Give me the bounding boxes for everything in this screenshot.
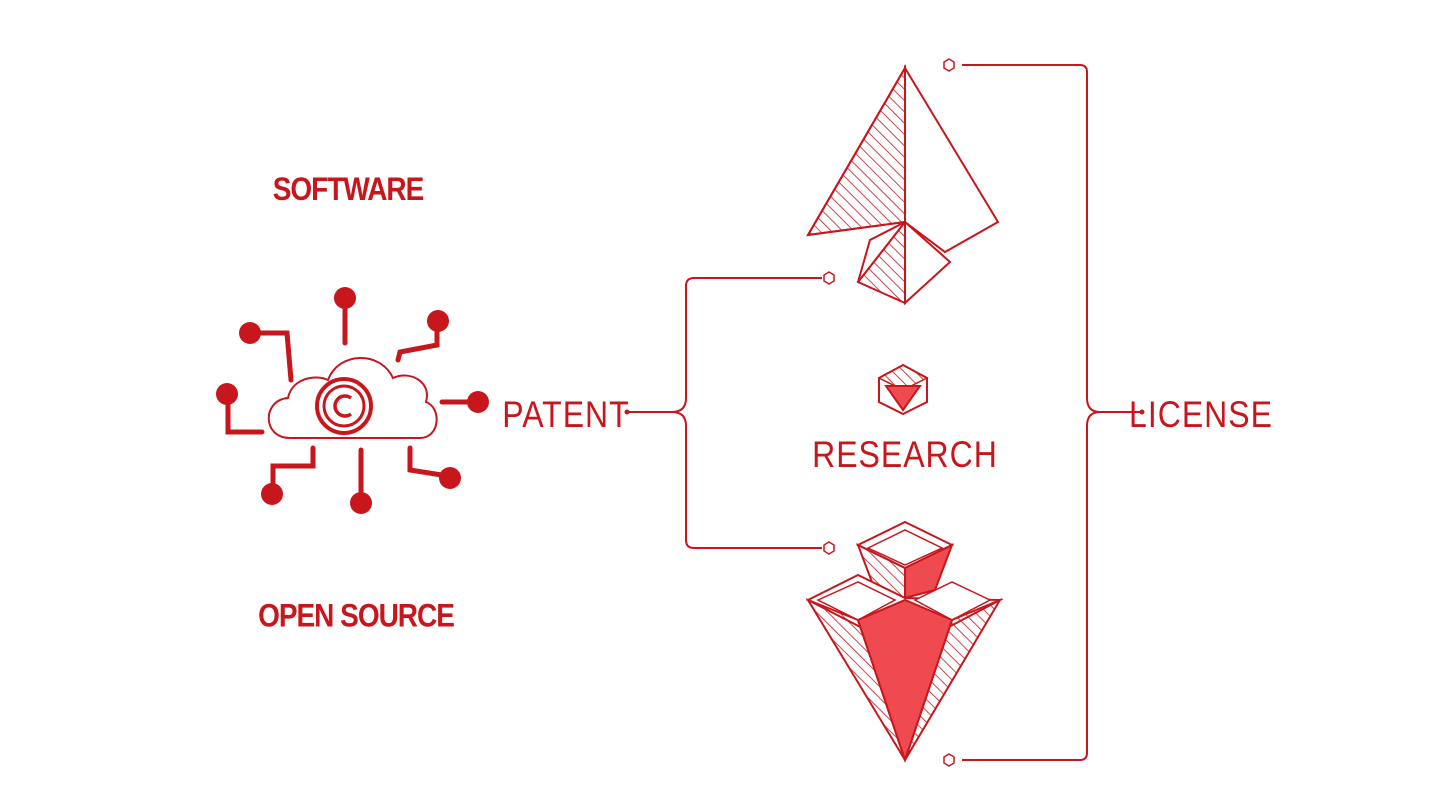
diamond-icon — [805, 520, 1004, 764]
research-label: RESEARCH — [812, 434, 998, 476]
pyramid-icon — [806, 64, 1000, 306]
cloud-copyright-network-icon — [216, 287, 489, 514]
open-source-label: OPEN SOURCE — [258, 599, 454, 634]
patent-bracket — [624, 277, 822, 549]
license-label: LICENSE — [1129, 394, 1273, 436]
software-label: SOFTWARE — [273, 172, 424, 207]
connector-cube-icon — [823, 58, 955, 767]
cube-icon — [877, 363, 929, 416]
patent-label: PATENT — [502, 394, 629, 436]
license-bracket — [962, 64, 1145, 761]
